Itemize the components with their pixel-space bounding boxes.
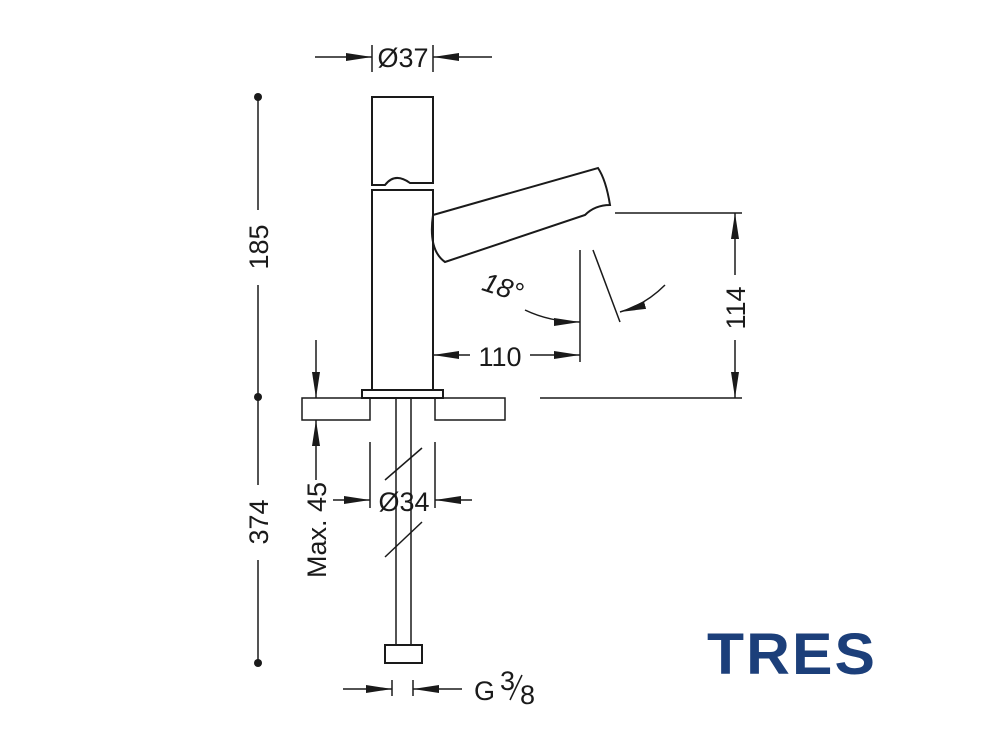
- counter-thickness-dimension: Max. 45: [302, 340, 332, 578]
- length-374-label: 374: [244, 499, 274, 544]
- thread-g-label: G: [474, 676, 495, 706]
- supply-hose: [384, 398, 423, 664]
- top-diameter-dimension: Ø37: [315, 43, 492, 73]
- bottom-diameter-dimension: Ø34: [333, 442, 472, 517]
- max-45-label: Max. 45: [302, 482, 332, 578]
- spout-reach-dimension: 110: [433, 250, 581, 372]
- angle-18-label: 18°: [479, 267, 527, 308]
- spout-height-dimension: 114: [540, 212, 751, 399]
- height-dimensions: 185 374: [244, 93, 274, 667]
- bottom-diameter-label: Ø34: [378, 487, 429, 517]
- top-diameter-label: Ø37: [377, 43, 428, 73]
- thread-dimension: G 3 8: [343, 666, 535, 710]
- thread-denominator: 8: [520, 680, 535, 710]
- thread-numerator: 3: [500, 666, 515, 696]
- height-185-label: 185: [244, 224, 274, 269]
- height-114-label: 114: [721, 286, 751, 329]
- faucet-body: [361, 96, 612, 399]
- reach-110-label: 110: [478, 342, 521, 372]
- counter-section: [301, 397, 506, 421]
- brand-logo-text: TRES: [707, 622, 877, 687]
- tres-logo: TRES: [707, 622, 877, 687]
- spout-angle-dimension: 18°: [479, 249, 666, 326]
